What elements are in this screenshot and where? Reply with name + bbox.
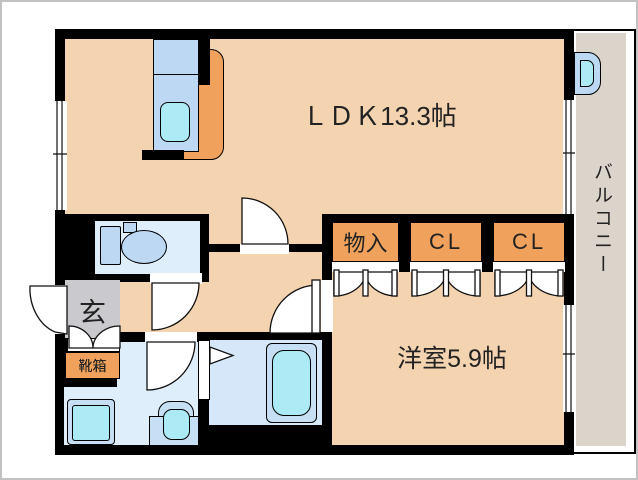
- wall-top: [55, 29, 574, 39]
- balcony-label: バルコニー: [591, 162, 612, 277]
- room-ldk-notch: [209, 214, 322, 244]
- shoebox-label: 靴箱: [78, 357, 107, 374]
- toilet-bowl: [121, 230, 167, 264]
- threshold-bedroom-door: [321, 280, 333, 332]
- cl2-label: CL: [511, 229, 547, 254]
- bathtub: [272, 350, 311, 416]
- wash-basin-bowl: [163, 409, 190, 440]
- kitchen-sink: [160, 102, 190, 142]
- window-ldk-right: [563, 100, 575, 214]
- window-ldk-left: [53, 101, 67, 210]
- bedroom-label: 洋室5.9帖: [397, 345, 507, 373]
- threshold-cl2: [493, 262, 565, 272]
- kitchen-unit-divider: [153, 74, 199, 75]
- threshold-washroom-door: [145, 332, 197, 342]
- window-bedroom-right: [563, 305, 575, 412]
- room-ldk: [65, 39, 564, 214]
- closet-cl1: CL: [410, 222, 482, 262]
- threshold-bath-fold-door: [198, 340, 210, 400]
- shoebox-orange-box: 靴箱: [65, 352, 120, 379]
- balcony-rail-bottom: [574, 452, 636, 454]
- hallway: [120, 282, 322, 332]
- toilet-tank: [100, 226, 121, 265]
- storage-label: 物入: [343, 231, 388, 256]
- threshold-cl1: [410, 262, 482, 272]
- closet-cl2: CL: [493, 222, 565, 262]
- washing-machine: [72, 405, 110, 441]
- balcony-rail-top: [574, 29, 636, 31]
- cl1-label: CL: [428, 229, 464, 254]
- room-washroom-b: [117, 342, 198, 387]
- closet-storage: 物入: [332, 222, 399, 262]
- threshold-toilet-door: [150, 273, 202, 284]
- shoebox-label-text: 靴箱: [78, 357, 107, 374]
- kitchen-base-bar: [142, 150, 184, 160]
- ldk-label: ＬＤＫ13.3帖: [302, 100, 457, 131]
- balcony-rail-right: [634, 29, 636, 454]
- threshold-storage: [332, 262, 399, 272]
- balcony-slop-sink-basin: [580, 60, 594, 87]
- room-bedroom: [332, 272, 564, 445]
- kitchen-wall-stub: [198, 37, 210, 85]
- hallway-upper: [209, 252, 322, 282]
- threshold-ldk-door: [240, 244, 289, 254]
- shoebox-ledge: [67, 338, 120, 352]
- balcony-floor: [576, 33, 626, 446]
- entrance-label: 玄: [79, 297, 106, 328]
